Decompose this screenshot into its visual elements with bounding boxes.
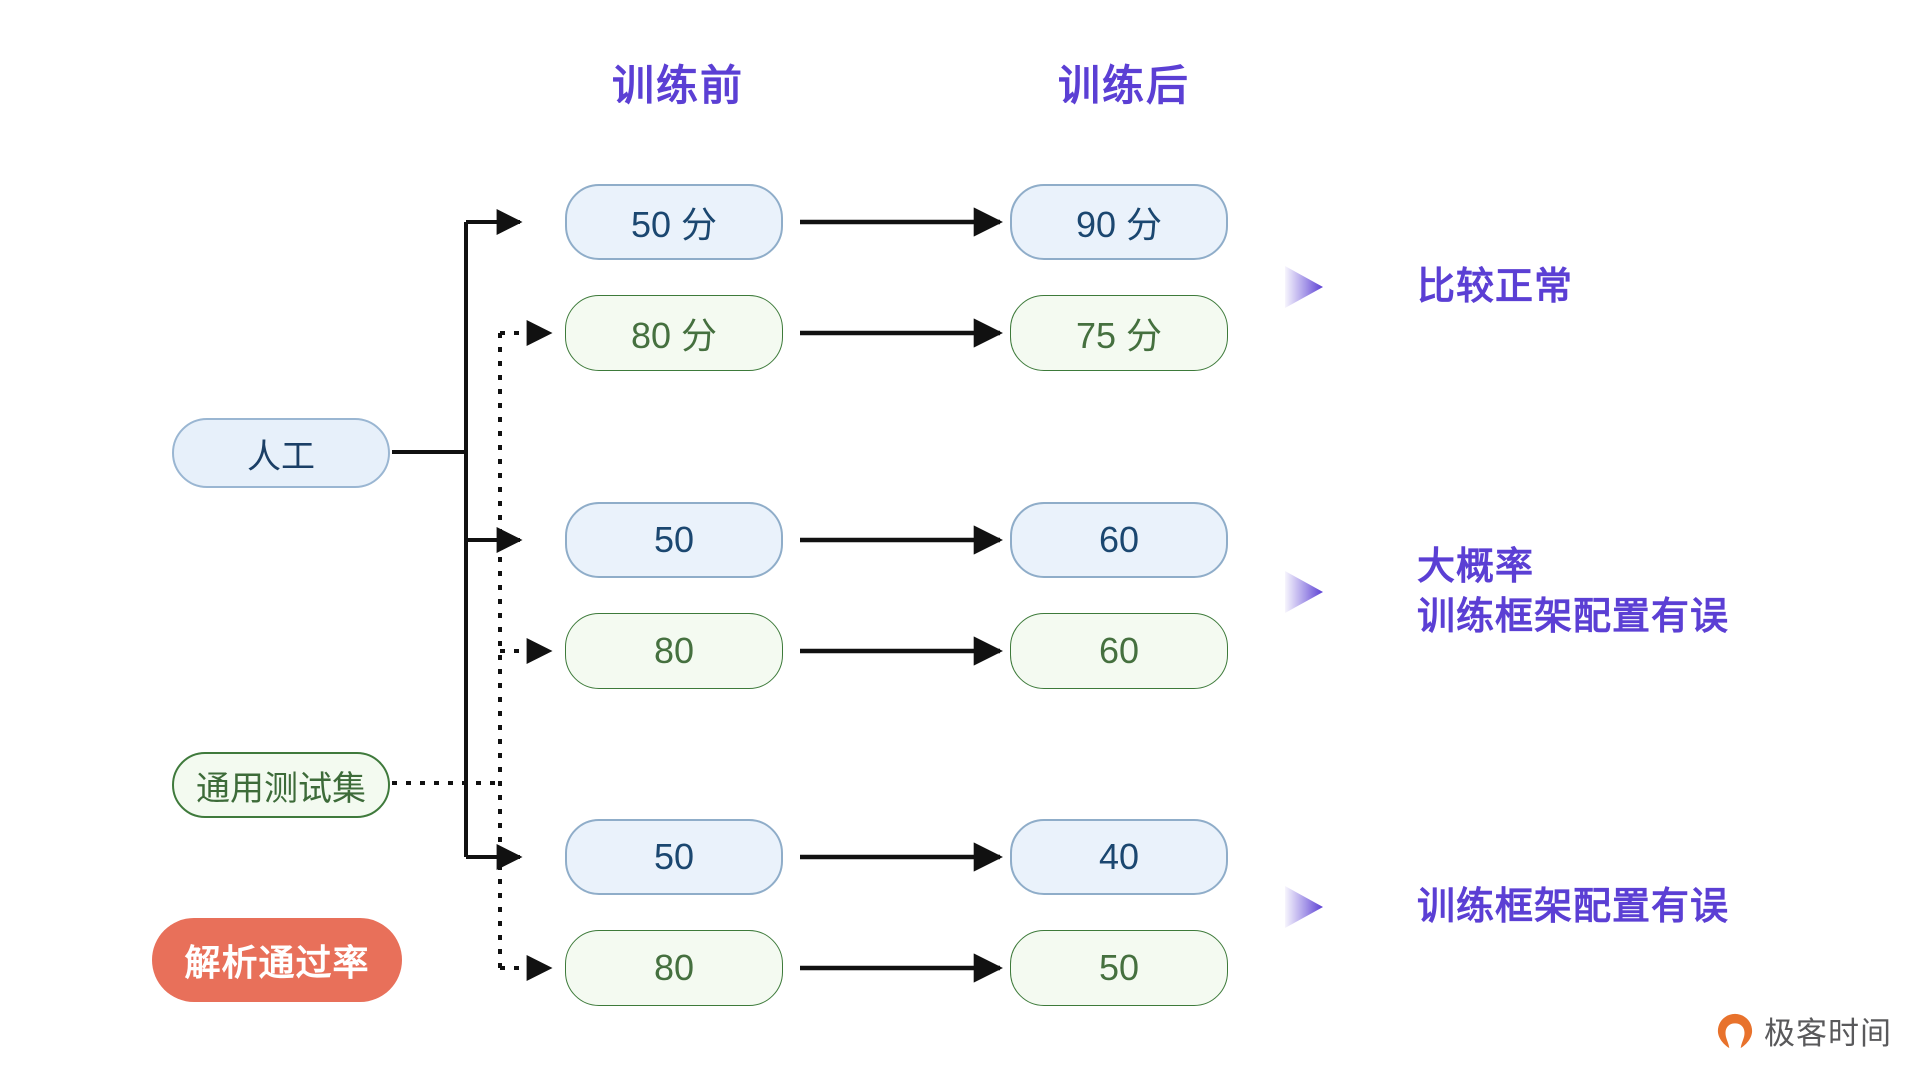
score-before-group2-green[interactable]: 80: [565, 613, 783, 689]
score-before-group3-green[interactable]: 80: [565, 930, 783, 1006]
source-node-pass-rate-label: 解析通过率: [184, 942, 370, 983]
play-triangle-icon: [1285, 571, 1323, 614]
source-node-testset-label: 通用测试集: [196, 769, 366, 808]
watermark-label: 极客时间: [1764, 1016, 1892, 1051]
score-before-group2-blue[interactable]: 50: [565, 502, 783, 578]
conclusion-group3-text: 训练框架配置有误: [1417, 886, 1730, 928]
conclusion-group2-text: 大概率 训练框架配置有误: [1417, 546, 1730, 639]
conclusion-group1: 比较正常: [1283, 262, 1573, 312]
score-value: 60: [1098, 519, 1140, 560]
column-header-after-training: 训练后: [1058, 62, 1191, 109]
score-value: 75 分: [1075, 315, 1163, 356]
source-node-testset[interactable]: 通用测试集: [172, 752, 390, 818]
conclusion-group3: 训练框架配置有误: [1283, 882, 1729, 932]
play-triangle-icon: [1285, 886, 1323, 929]
score-before-group1-blue[interactable]: 50 分: [565, 184, 783, 260]
score-value: 80 分: [630, 315, 718, 356]
score-value: 80: [653, 630, 695, 671]
source-node-manual-label: 人工: [247, 437, 315, 476]
conclusion-group2: 大概率 训练框架配置有误: [1283, 542, 1729, 642]
score-after-group2-blue[interactable]: 60: [1010, 502, 1228, 578]
score-after-group2-green[interactable]: 60: [1010, 613, 1228, 689]
score-value: 90 分: [1075, 204, 1163, 245]
source-node-manual[interactable]: 人工: [172, 418, 390, 488]
score-after-group3-blue[interactable]: 40: [1010, 819, 1228, 895]
score-value: 50: [653, 519, 695, 560]
score-value: 40: [1098, 836, 1140, 877]
play-triangle-icon: [1285, 266, 1323, 309]
geektime-logo-icon: [1717, 1013, 1753, 1048]
score-value: 50 分: [630, 204, 718, 245]
conclusion-group1-text: 比较正常: [1417, 266, 1574, 308]
source-node-pass-rate[interactable]: 解析通过率: [152, 918, 402, 1002]
score-before-group3-blue[interactable]: 50: [565, 819, 783, 895]
score-value: 80: [653, 947, 695, 988]
score-after-group1-blue[interactable]: 90 分: [1010, 184, 1228, 260]
score-before-group1-green[interactable]: 80 分: [565, 295, 783, 371]
watermark-geektime: 极客时间: [1716, 1008, 1892, 1053]
score-after-group3-green[interactable]: 50: [1010, 930, 1228, 1006]
score-value: 50: [1098, 947, 1140, 988]
score-value: 60: [1098, 630, 1140, 671]
score-value: 50: [653, 836, 695, 877]
score-after-group1-green[interactable]: 75 分: [1010, 295, 1228, 371]
column-header-before-training: 训练前: [612, 62, 745, 109]
